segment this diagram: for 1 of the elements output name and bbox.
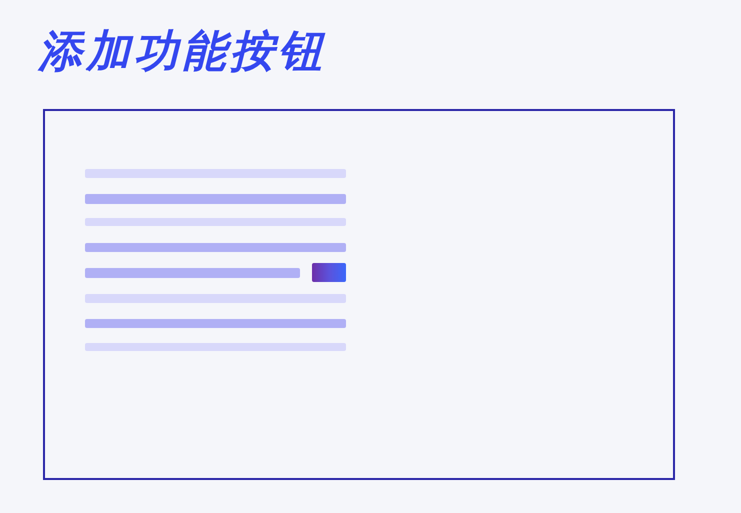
title: 添加功能按钮: [38, 25, 326, 79]
